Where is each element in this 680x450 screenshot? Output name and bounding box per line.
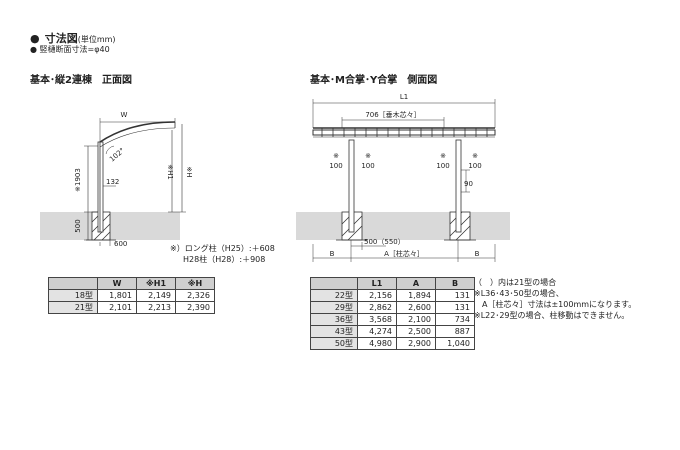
bullet-icon: ●: [30, 32, 40, 45]
table-cell: 131: [435, 289, 475, 302]
height-1903-label: ※1903: [74, 168, 82, 192]
dim-600-label: 600: [114, 240, 127, 248]
side-view-title: 基本･M合掌･Y合掌 側面図: [310, 75, 438, 86]
note-line: ※L22･29型の場合、柱移動はできません。: [474, 311, 630, 320]
table-row: 21型 2,101 2,213 2,390: [48, 301, 215, 314]
table-cell: 4,274: [357, 325, 397, 338]
b-left-label: B: [330, 250, 335, 258]
h28-pillar-note: H28柱（H28）:＋908: [183, 255, 266, 264]
h-label: ※H: [185, 166, 193, 177]
table-cell: 3,568: [357, 313, 397, 326]
table-header-row: L1 A B: [310, 277, 475, 290]
page-header: ● 寸法図(単位mm): [30, 27, 116, 46]
page-title: 寸法図: [44, 32, 78, 45]
dim-100-value-4: 100: [468, 162, 481, 170]
table-header-cell: B: [435, 277, 475, 290]
dim-100-value-2: 100: [361, 162, 374, 170]
table-header-cell: ※H1: [136, 277, 176, 290]
table-cell: 131: [435, 301, 475, 314]
table-cell: 1,894: [396, 289, 436, 302]
dim-90-label: 90: [464, 180, 473, 188]
notes-block: （ ）内は21型の場合 ※L36･43･50型の場合、 A［柱芯々］寸法は±10…: [474, 277, 636, 321]
dim-500-550-label: 500（550）: [364, 238, 405, 246]
bullet-icon: ●: [30, 45, 37, 54]
b-right-label: B: [475, 250, 480, 258]
table-row: 18型 1,801 2,149 2,326: [48, 289, 215, 302]
table-cell: 2,156: [357, 289, 397, 302]
dim-132-label: 132: [106, 178, 119, 186]
table-header-cell: [310, 277, 358, 290]
table-header-cell: L1: [357, 277, 397, 290]
table-header-cell: A: [396, 277, 436, 290]
table-cell: 2,600: [396, 301, 436, 314]
table-cell: 36型: [310, 313, 358, 326]
front-view-title: 基本･縦2連棟 正面図: [30, 75, 132, 86]
table-row: 22型 2,156 1,894 131: [310, 289, 475, 302]
table-header-cell: [48, 277, 98, 290]
downspout-note-text: 竪樋断面寸法=φ40: [39, 45, 110, 54]
long-pillar-note: ※）ロング柱（H25）:＋608: [170, 244, 275, 253]
dim-100-value-1: 100: [329, 162, 342, 170]
table-row: 50型 4,980 2,900 1,040: [310, 337, 475, 350]
dim-100-mark-1: ※: [333, 152, 339, 160]
angle-label: 102°: [108, 147, 126, 164]
table-cell: 50型: [310, 337, 358, 350]
table-cell: 21型: [48, 301, 98, 314]
table-cell: 2,390: [175, 301, 215, 314]
note-line: ※L36･43･50型の場合、: [474, 289, 564, 298]
table-cell: 2,101: [97, 301, 137, 314]
table-cell: 2,500: [396, 325, 436, 338]
a-pillar-label: A［柱芯々］: [384, 249, 424, 258]
table-cell: 22型: [310, 289, 358, 302]
unit-label: (単位mm): [77, 35, 116, 44]
dim-100-mark-4: ※: [472, 152, 478, 160]
table-header-row: W ※H1 ※H: [48, 277, 215, 290]
side-view-drawing: [296, 99, 510, 262]
table-cell: 1,801: [97, 289, 137, 302]
table-cell: 4,980: [357, 337, 397, 350]
table-cell: 887: [435, 325, 475, 338]
table-cell: 2,900: [396, 337, 436, 350]
table-cell: 43型: [310, 325, 358, 338]
table-cell: 2,213: [136, 301, 176, 314]
table-cell: 29型: [310, 301, 358, 314]
table-cell: 2,862: [357, 301, 397, 314]
table-header-cell: ※H: [175, 277, 215, 290]
table-header-cell: W: [97, 277, 137, 290]
dim-100-value-3: 100: [436, 162, 449, 170]
table-cell: 734: [435, 313, 475, 326]
table-cell: 1,040: [435, 337, 475, 350]
side-spec-table: L1 A B 22型 2,156 1,894 131 29型 2,862 2,6…: [310, 277, 475, 350]
front-width-label: W: [121, 111, 128, 119]
dim-100-mark-3: ※: [440, 152, 446, 160]
note-line: A［柱芯々］寸法は±100mmになります。: [474, 300, 637, 309]
table-cell: 18型: [48, 289, 98, 302]
dim-100-mark-2: ※: [365, 152, 371, 160]
front-view-drawing: [40, 118, 186, 246]
table-row: 29型 2,862 2,600 131: [310, 301, 475, 314]
note-line: （ ）内は21型の場合: [474, 278, 557, 287]
dim-500-label: 500: [74, 219, 82, 232]
table-cell: 2,100: [396, 313, 436, 326]
dim-706-label: 706［垂木芯々］: [365, 110, 420, 119]
table-cell: 2,149: [136, 289, 176, 302]
downspout-note: ● 竪樋断面寸法=φ40: [30, 44, 110, 55]
l1-label: L1: [400, 93, 408, 101]
table-cell: 2,326: [175, 289, 215, 302]
table-row: 43型 4,274 2,500 887: [310, 325, 475, 338]
front-spec-table: W ※H1 ※H 18型 1,801 2,149 2,326 21型 2,101…: [48, 277, 215, 314]
table-row: 36型 3,568 2,100 734: [310, 313, 475, 326]
h1-label: ※H1: [166, 164, 174, 180]
